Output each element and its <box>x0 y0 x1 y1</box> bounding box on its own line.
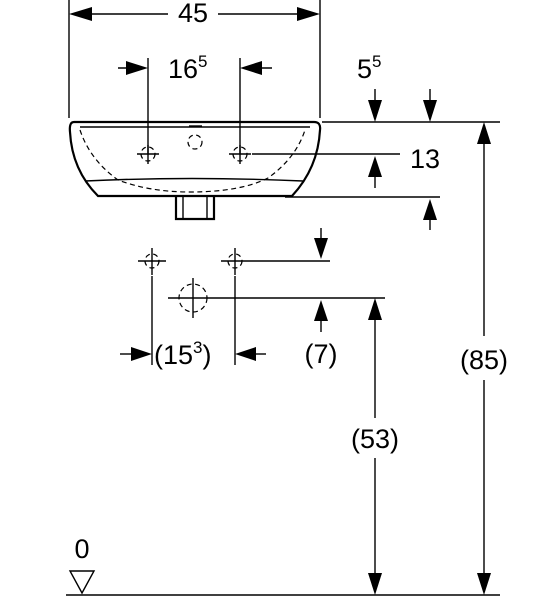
connection-spacing-dimension: (153) <box>120 276 266 370</box>
washbasin <box>68 120 322 221</box>
drain-height-dimension: (53) <box>351 298 399 595</box>
side-offset-dimension: 55 <box>357 52 437 122</box>
connection-spacing-sup: 3 <box>193 338 202 357</box>
floor-level-triangle <box>68 570 96 595</box>
tap-spacing-label: 165 <box>168 52 208 84</box>
side-offset-sup: 5 <box>372 52 381 71</box>
connection-spacing-open: (15 <box>154 340 193 370</box>
side-offset-label: 55 <box>357 52 382 84</box>
connection-offset-label: (7) <box>305 339 338 369</box>
tap-spacing-sup: 5 <box>198 52 207 71</box>
floor-level-label: 0 <box>74 534 89 564</box>
wall-connections: (7) <box>138 228 385 369</box>
width-dimension: 45 <box>68 0 321 118</box>
total-height-dimension: (85) <box>460 122 508 595</box>
overflow-depth-dimension: 13 <box>252 121 500 230</box>
tap-spacing-main: 16 <box>168 54 198 84</box>
floor-level-marker: 0 <box>66 534 500 596</box>
total-height-label: (85) <box>460 345 508 375</box>
tap-hole-right <box>229 145 251 164</box>
overflow-depth-label: 13 <box>410 144 440 174</box>
tap-hole-left <box>137 145 159 164</box>
drain-height-label: (53) <box>351 424 399 454</box>
width-label: 45 <box>178 0 208 28</box>
tap-hole-spacing-dimension: 165 <box>118 52 272 154</box>
supply-right <box>221 248 330 275</box>
supply-left <box>138 248 166 275</box>
waste-connection <box>168 278 385 318</box>
connection-spacing-label: (153) <box>154 338 212 370</box>
connection-spacing-close: ) <box>203 340 212 370</box>
side-offset-main: 5 <box>357 54 372 84</box>
